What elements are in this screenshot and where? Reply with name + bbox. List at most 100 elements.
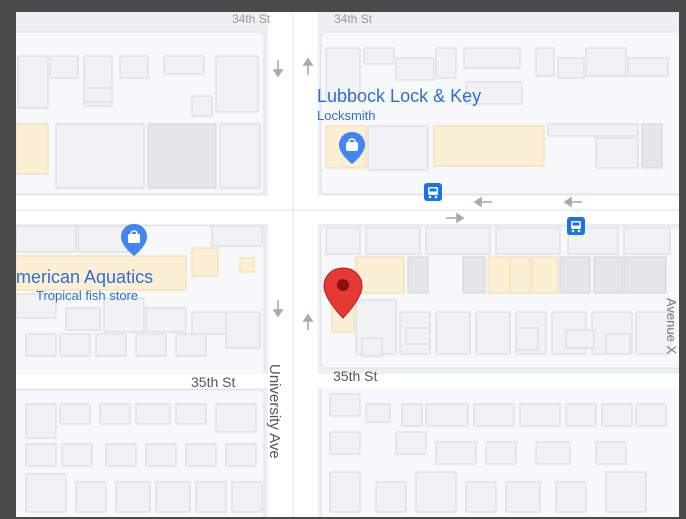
commercial-building — [355, 256, 405, 294]
place-category-locksmith: Locksmith — [317, 108, 376, 123]
building — [83, 87, 113, 103]
street-label-top-left: 34th St — [232, 12, 271, 26]
building — [175, 333, 207, 357]
building — [635, 311, 671, 355]
place-category-tropical-fish-store: Tropical fish store — [36, 288, 139, 303]
building — [95, 333, 127, 357]
building — [231, 481, 263, 513]
commercial-building — [509, 256, 531, 294]
building — [145, 307, 187, 333]
building — [195, 481, 227, 513]
map-canvas[interactable]: 34th St 34th St Lubbock Lock & Key Locks… — [16, 12, 679, 517]
commercial-building — [16, 123, 49, 175]
building — [595, 137, 639, 169]
arrow-down-icon — [272, 60, 284, 78]
building — [25, 333, 57, 357]
building — [225, 443, 257, 467]
road-35th-st — [16, 374, 679, 388]
building — [605, 333, 631, 355]
building — [16, 225, 77, 253]
building — [145, 443, 177, 467]
building — [155, 481, 191, 513]
place-name-lubbock-lock-key[interactable]: Lubbock Lock & Key — [317, 86, 482, 106]
building — [65, 307, 101, 331]
arrow-up-icon — [302, 57, 314, 75]
gray-buildings — [147, 123, 667, 294]
building — [623, 227, 671, 255]
building — [367, 125, 429, 171]
building — [623, 256, 667, 294]
street-label-35th-st-left: 35th St — [191, 374, 236, 390]
building — [627, 57, 669, 77]
building — [485, 441, 517, 465]
building — [519, 403, 561, 427]
commercial-buildings — [16, 123, 559, 333]
building — [55, 123, 145, 189]
building — [215, 403, 257, 433]
building — [641, 123, 663, 169]
bus-stop-icon[interactable] — [567, 217, 585, 235]
building — [557, 57, 585, 79]
building — [175, 403, 207, 425]
building — [163, 55, 205, 75]
street-label-university-ave: University Ave — [266, 364, 283, 459]
building — [475, 311, 511, 355]
building-footprints — [16, 47, 671, 513]
building — [191, 311, 227, 335]
building — [25, 403, 57, 439]
building — [407, 256, 429, 294]
building — [395, 431, 427, 455]
commercial-building — [487, 256, 511, 294]
building — [59, 333, 91, 357]
building — [329, 393, 361, 417]
commercial-building — [531, 256, 559, 294]
building — [465, 481, 497, 513]
building — [135, 403, 171, 425]
building — [405, 327, 431, 345]
building — [25, 443, 57, 467]
building — [17, 55, 49, 109]
building — [185, 443, 217, 467]
building — [16, 293, 57, 319]
commercial-building — [16, 255, 187, 291]
building — [191, 95, 213, 117]
building — [585, 47, 627, 77]
large-building — [147, 123, 217, 189]
shopping-bag-pin-icon[interactable] — [339, 132, 365, 164]
road-center-lines — [16, 12, 679, 517]
building — [463, 47, 521, 69]
building — [329, 431, 361, 455]
traffic-arrows — [272, 57, 582, 330]
building — [329, 471, 361, 513]
building — [401, 403, 423, 427]
building — [593, 256, 623, 294]
street-label-avenue-x: Avenue X — [664, 298, 679, 355]
street-label-35th-st-right: 35th St — [333, 368, 378, 384]
commercial-building — [433, 125, 545, 167]
building — [25, 473, 67, 513]
shopping-bag-pin-icon[interactable] — [121, 224, 147, 256]
bus-stop-icon[interactable] — [424, 183, 442, 201]
building — [565, 403, 597, 427]
place-name-american-aquatics[interactable]: merican Aquatics — [16, 267, 154, 287]
building — [555, 481, 587, 513]
street-label-top-right: 34th St — [334, 12, 373, 26]
building — [595, 441, 627, 465]
building — [225, 311, 261, 349]
building — [99, 403, 131, 425]
building — [59, 403, 91, 425]
building — [547, 123, 639, 137]
building — [465, 81, 523, 105]
commercial-building — [239, 257, 255, 273]
building — [135, 333, 167, 357]
building — [601, 403, 633, 427]
building — [215, 55, 259, 113]
building — [49, 55, 79, 79]
building — [105, 443, 137, 467]
building — [211, 225, 263, 247]
building — [505, 481, 541, 513]
building — [325, 47, 361, 99]
building — [495, 227, 561, 255]
red-location-pin-icon[interactable] — [323, 267, 363, 319]
